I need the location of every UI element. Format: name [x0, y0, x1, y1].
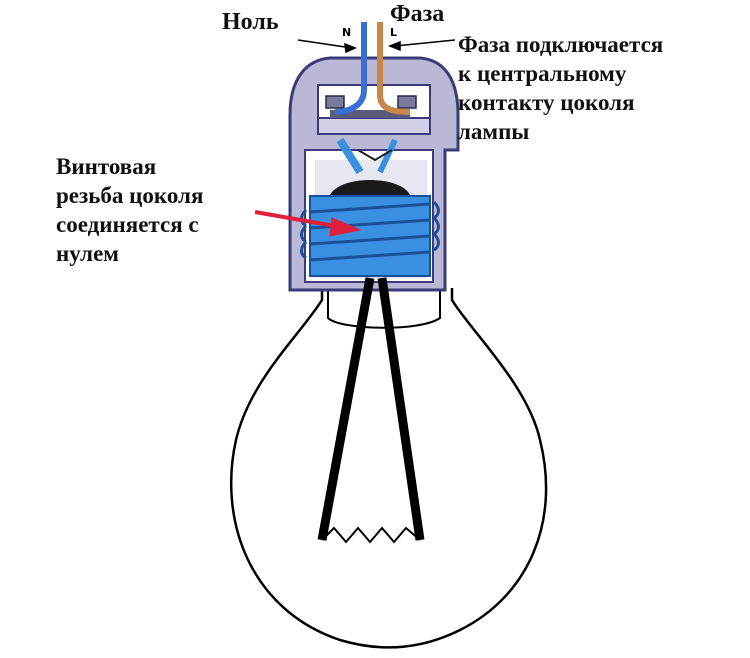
note-phase-connection: Фаза подключается к центральному контакт…	[458, 30, 663, 146]
filament	[321, 526, 421, 544]
filament-support-left	[317, 277, 375, 541]
arrow-to-phase	[387, 39, 456, 52]
label-neutral: Ноль	[222, 9, 279, 35]
bulb-glass	[229, 288, 548, 649]
contact-plate	[317, 117, 431, 135]
arrow-to-thread	[254, 210, 362, 237]
label-phase: Фаза	[390, 1, 445, 27]
wire-n-tag: N	[342, 26, 351, 39]
note-thread-connection: Винтовая резьба цоколя соединяется с нул…	[56, 152, 203, 268]
note-phase-line-4: лампы	[458, 119, 530, 144]
note-phase-line-2: к центральному	[458, 61, 627, 86]
note-thread-line-3: соединяется с	[56, 212, 199, 237]
filament-support-right	[377, 277, 425, 541]
arrow-to-neutral	[297, 39, 357, 54]
note-thread-line-4: нулем	[56, 241, 119, 266]
phase-wire	[377, 22, 411, 115]
screw-thread	[300, 195, 440, 277]
note-thread-line-2: резьба цоколя	[56, 183, 204, 208]
note-phase-line-3: контакту цоколя	[458, 90, 635, 115]
note-phase-line-1: Фаза подключается	[458, 32, 664, 57]
note-thread-line-1: Винтовая	[56, 154, 157, 179]
bulb-neck	[327, 288, 441, 329]
central-contact	[330, 180, 410, 195]
wire-l-tag: L	[390, 26, 397, 39]
neutral-wire	[334, 22, 367, 115]
